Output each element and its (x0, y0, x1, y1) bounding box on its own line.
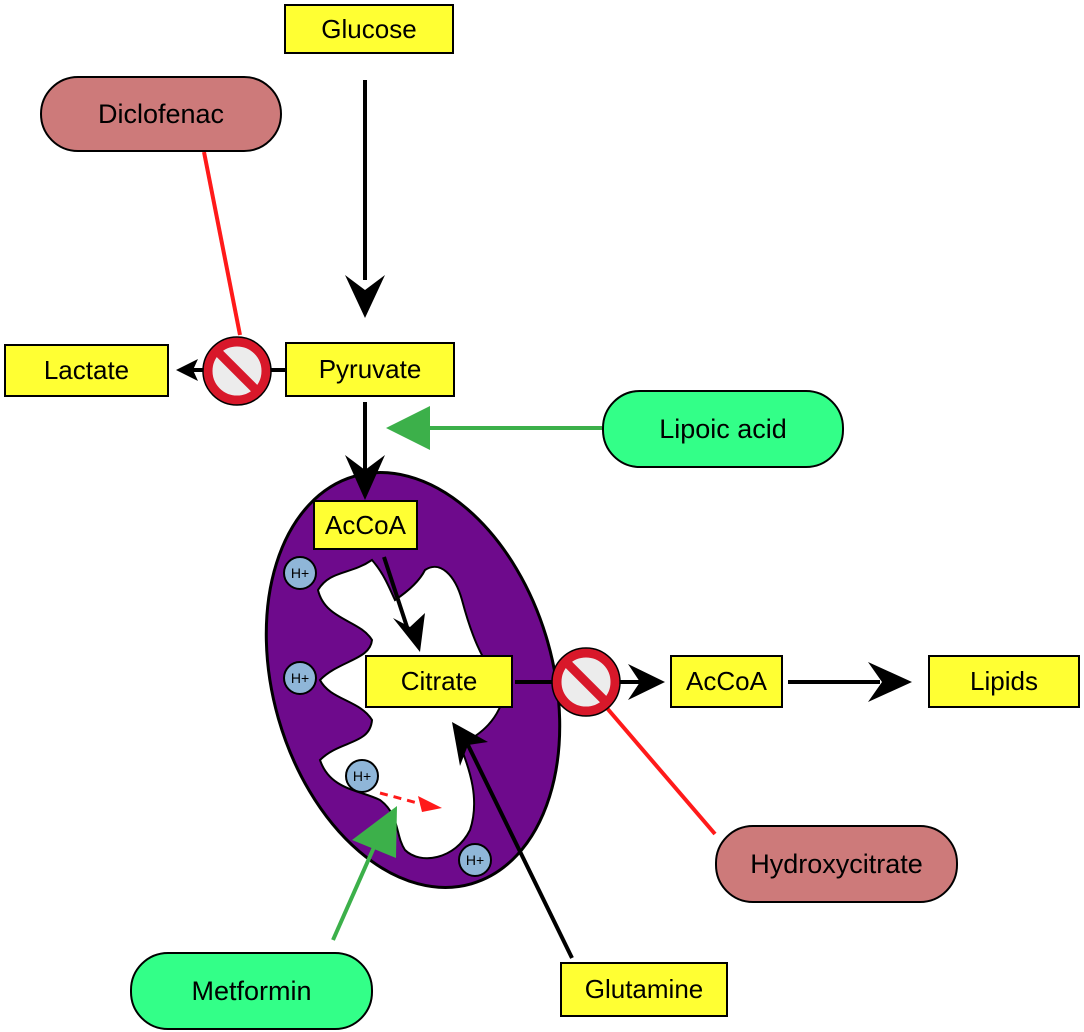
citrate-box: Citrate (365, 655, 513, 708)
svg-text:H+: H+ (353, 768, 371, 784)
metformin-activation-arrow (331, 806, 397, 941)
proton-3: H+ (345, 759, 379, 793)
proton-flow-arrow (379, 791, 442, 812)
inhibition-symbol-citrate (551, 647, 621, 717)
lipoic-acid-activation-arrow (386, 406, 602, 450)
accoa-mito-box: AcCoA (313, 500, 418, 550)
hydroxycitrate-inhibition-line (598, 698, 717, 836)
proton-4: H+ (458, 843, 492, 877)
lactate-box: Lactate (4, 344, 169, 397)
diclofenac-inhibition-line (202, 151, 242, 336)
svg-text:H+: H+ (291, 565, 309, 581)
arrow-accoa-lipids (788, 662, 912, 702)
glutamine-box: Glutamine (560, 962, 728, 1017)
proton-1: H+ (283, 556, 317, 590)
diclofenac-pill: Diclofenac (40, 76, 282, 152)
arrow-glutamine-citrate (452, 722, 574, 959)
arrow-pyruvate-accoa (345, 402, 385, 500)
lipoic-acid-pill: Lipoic acid (602, 390, 844, 468)
hydroxycitrate-pill: Hydroxycitrate (715, 825, 958, 903)
svg-text:H+: H+ (291, 670, 309, 686)
glucose-box: Glucose (284, 4, 454, 54)
svg-text:H+: H+ (466, 852, 484, 868)
accoa-cyto-box: AcCoA (670, 655, 783, 708)
metformin-pill: Metformin (130, 952, 373, 1030)
arrow-accoa-citrate (382, 556, 425, 652)
pyruvate-box: Pyruvate (285, 342, 455, 397)
proton-2: H+ (283, 661, 317, 695)
arrow-glucose-pyruvate (345, 80, 385, 318)
inhibition-symbol-lactate (202, 336, 272, 406)
lipids-box: Lipids (928, 655, 1080, 708)
